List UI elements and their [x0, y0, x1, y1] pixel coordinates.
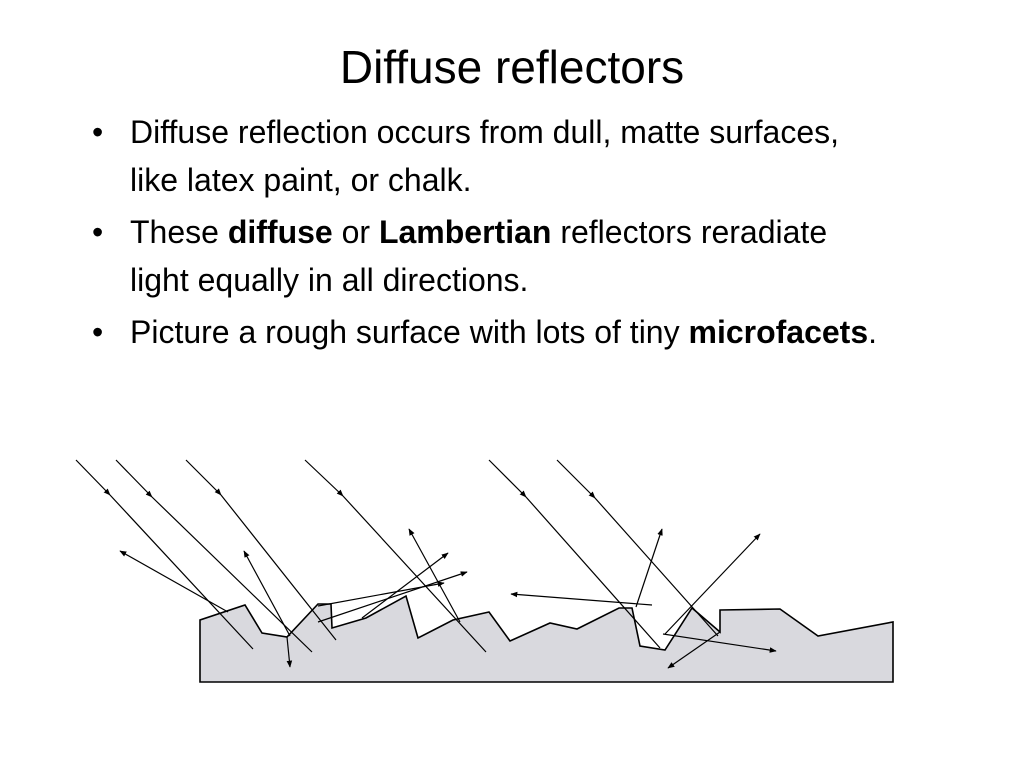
bullet-dot-icon: •	[92, 314, 104, 350]
reflected-ray	[662, 633, 777, 653]
reflected-ray	[361, 552, 449, 619]
reflected-ray	[510, 591, 653, 606]
incident-ray	[488, 459, 661, 649]
reflected-ray	[286, 636, 293, 668]
incident-ray	[185, 459, 337, 641]
bullet-dot-icon: •	[92, 214, 104, 250]
incident-ray	[304, 459, 487, 653]
reflected-ray	[119, 550, 229, 613]
bullet-text-2c: reflectors reradiate light equally in al…	[130, 214, 828, 298]
reflected-rays	[119, 528, 777, 669]
bullet-text-2b: or	[332, 214, 379, 250]
bullet-dot-icon: •	[92, 114, 104, 150]
bullet-text-3a: Picture a rough surface with lots of tin…	[130, 314, 689, 350]
reflected-ray	[635, 528, 663, 608]
incident-ray	[75, 459, 254, 650]
reflected-ray	[243, 550, 291, 637]
bullet-text-3b: .	[868, 314, 878, 350]
bullet-item-microfacets: • Picture a rough surface with lots of t…	[88, 308, 888, 356]
reflected-ray	[664, 533, 761, 635]
reflected-ray	[317, 571, 468, 623]
bullet-term-diffuse: diffuse	[227, 214, 333, 250]
bullet-item-diffuse-definition: • Diffuse reflection occurs from dull, m…	[88, 108, 888, 204]
slide-title: Diffuse reflectors	[339, 41, 685, 93]
reflected-ray	[667, 631, 721, 669]
rough-surface	[199, 594, 894, 683]
reflected-ray	[317, 581, 445, 607]
light-rays	[75, 459, 719, 653]
bullet-term-microfacets: microfacets	[688, 314, 869, 350]
microfacet-diagram	[75, 459, 894, 683]
reflected-ray	[408, 528, 461, 623]
bullet-list: • Diffuse reflection occurs from dull, m…	[88, 108, 888, 360]
bullet-term-lambertian: Lambertian	[378, 214, 552, 250]
bullet-text-2a: These	[130, 214, 228, 250]
incident-ray	[556, 459, 719, 637]
bullet-item-lambertian: • These diffuse or Lambertian reflectors…	[88, 208, 888, 304]
bullet-text-1: Diffuse reflection occurs from dull, mat…	[130, 114, 840, 198]
incident-ray	[115, 459, 313, 653]
